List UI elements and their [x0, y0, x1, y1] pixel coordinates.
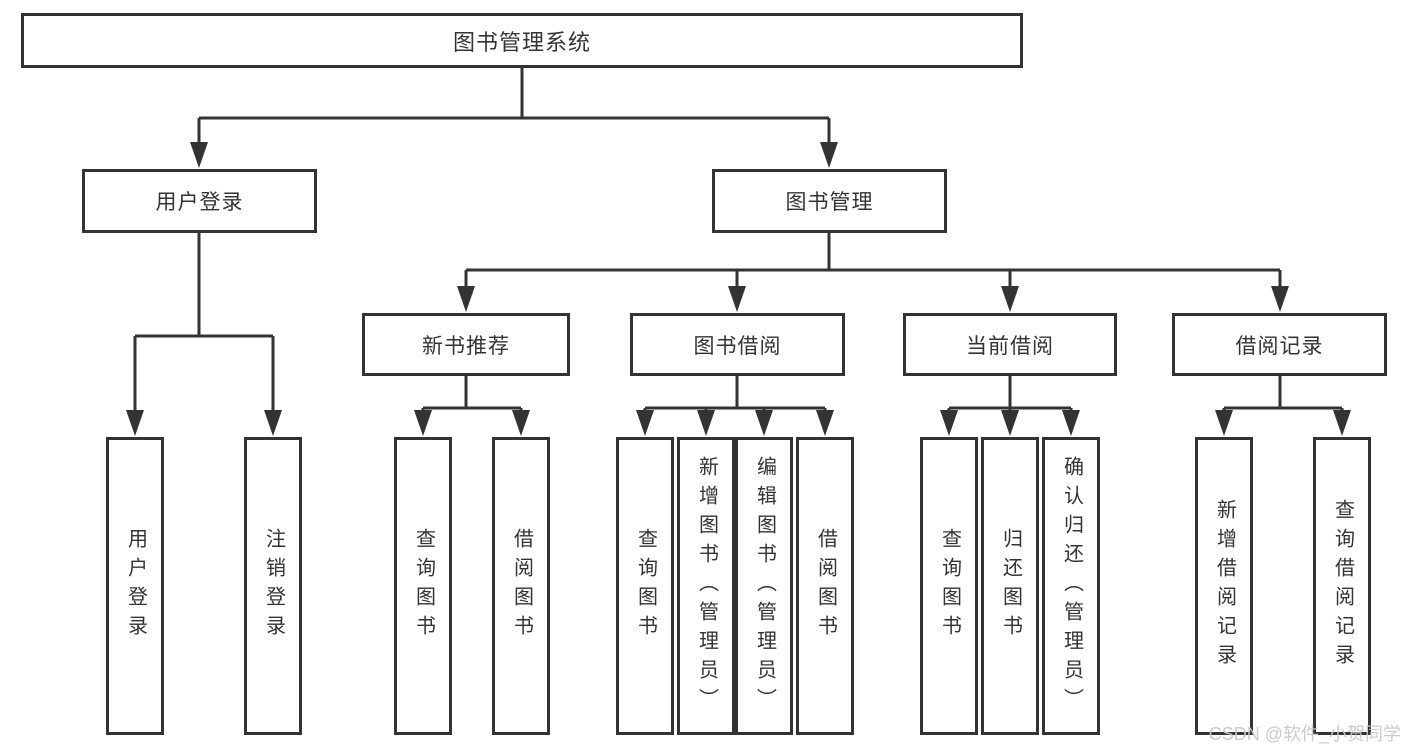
- node-book-management: 图书管理: [712, 169, 947, 233]
- leaf-borrow-books-2-label: 借阅图书: [814, 528, 837, 644]
- node-user-login: 用户登录: [82, 169, 317, 233]
- leaf-query-books-2: 查询图书: [616, 437, 674, 735]
- node-book-borrowing: 图书借阅: [630, 313, 845, 376]
- leaf-add-books-admin-label: 新增图书（管理员）: [695, 455, 718, 717]
- leaf-query-books-2-label: 查询图书: [634, 528, 657, 644]
- csdn-watermark: CSDN @软件_小贺同学: [1208, 724, 1401, 744]
- leaf-user-login: 用户登录: [106, 437, 164, 735]
- leaf-return-books-label: 归还图书: [999, 528, 1022, 644]
- node-current-borrowing: 当前借阅: [903, 313, 1117, 376]
- leaf-confirm-return-admin-label: 确认归还（管理员）: [1060, 455, 1083, 717]
- leaf-borrow-books-1: 借阅图书: [492, 437, 550, 735]
- node-book-management-label: 图书管理: [785, 191, 874, 214]
- leaf-query-books-1-label: 查询图书: [412, 528, 435, 644]
- leaf-borrow-books-2: 借阅图书: [796, 437, 854, 735]
- node-current-borrowing-label: 当前借阅: [966, 334, 1054, 358]
- leaf-query-books-3-label: 查询图书: [938, 528, 961, 644]
- node-user-login-label: 用户登录: [155, 191, 244, 214]
- leaf-return-books: 归还图书: [981, 437, 1039, 735]
- node-new-book-recommend: 新书推荐: [362, 313, 570, 376]
- node-borrow-records-label: 借阅记录: [1235, 334, 1324, 358]
- node-book-borrowing-label: 图书借阅: [693, 334, 782, 358]
- leaf-query-books-3: 查询图书: [920, 437, 978, 735]
- leaf-edit-books-admin: 编辑图书（管理员）: [735, 437, 793, 735]
- node-root-label: 图书管理系统: [452, 29, 591, 55]
- leaf-confirm-return-admin: 确认归还（管理员）: [1042, 437, 1100, 735]
- leaf-user-login-label: 用户登录: [124, 528, 147, 644]
- leaf-query-books-1: 查询图书: [394, 437, 452, 735]
- node-borrow-records: 借阅记录: [1172, 313, 1387, 376]
- node-new-book-recommend-label: 新书推荐: [422, 334, 510, 358]
- leaf-query-borrow-record: 查询借阅记录: [1313, 437, 1371, 735]
- leaf-query-borrow-record-label: 查询借阅记录: [1331, 499, 1354, 673]
- leaf-add-borrow-record: 新增借阅记录: [1195, 437, 1253, 735]
- node-root: 图书管理系统: [21, 13, 1023, 68]
- leaf-logout: 注销登录: [244, 437, 302, 735]
- leaf-edit-books-admin-label: 编辑图书（管理员）: [753, 455, 776, 717]
- leaf-logout-label: 注销登录: [262, 528, 285, 644]
- leaf-add-books-admin: 新增图书（管理员）: [677, 437, 735, 735]
- leaf-add-borrow-record-label: 新增借阅记录: [1213, 499, 1236, 673]
- leaf-borrow-books-1-label: 借阅图书: [510, 528, 533, 644]
